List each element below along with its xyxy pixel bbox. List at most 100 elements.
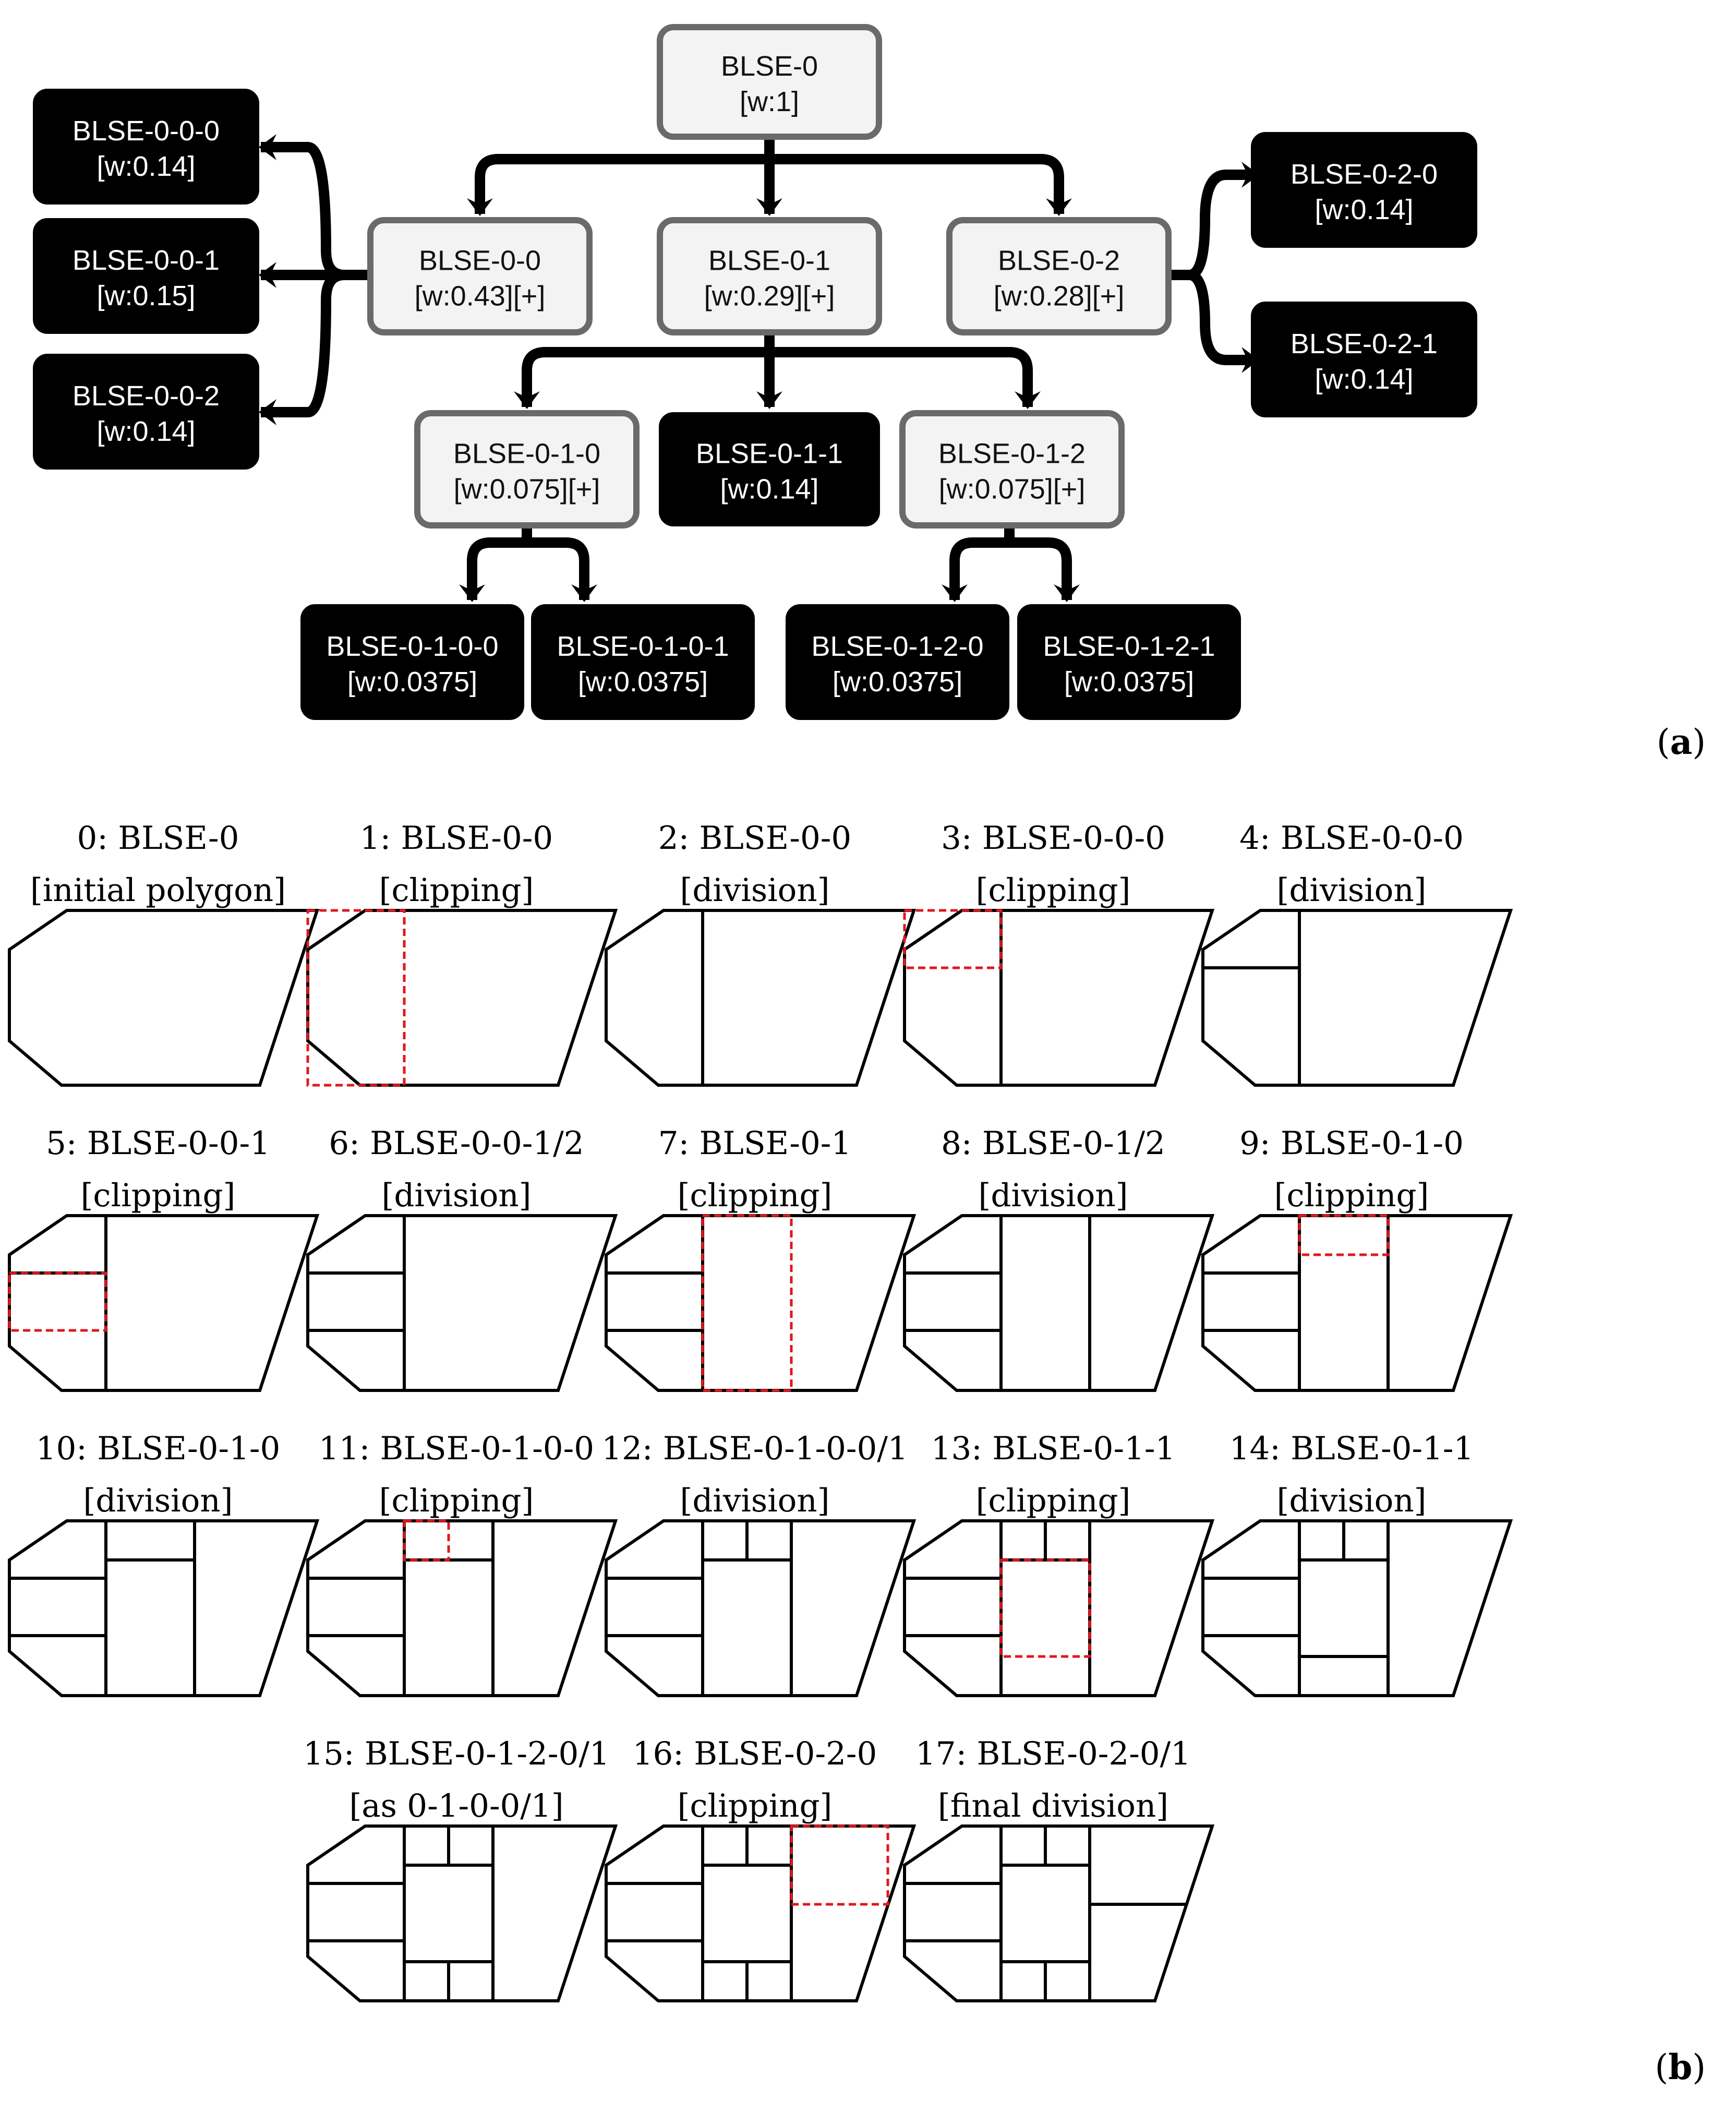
polygon-outline (1201, 909, 1513, 1087)
step-action: [clipping] (678, 1787, 833, 1824)
node-id-label: BLSE-0-0-1 (73, 245, 220, 276)
node-box (657, 217, 882, 335)
node-weight-label: [w:0.14] (1315, 194, 1413, 225)
step-action: [clipping] (976, 1482, 1131, 1519)
polygon-steps-grid: 0: BLSE-0[initial polygon]1: BLSE-0-0[cl… (8, 820, 1513, 2002)
step-action: [division] (382, 1177, 532, 1214)
polygon-outline (306, 909, 618, 1087)
polygon-outline (903, 1214, 1215, 1392)
polygon-outline (605, 1214, 917, 1392)
polygon-drawing (903, 1519, 1215, 1697)
node-weight-label: [w:0.43][+] (415, 281, 546, 312)
tree-node-blse-0-1-0: BLSE-0-1-0[w:0.075][+] (414, 410, 640, 529)
connector-0-1-to-0-1-2 (769, 347, 1041, 409)
node-box (1251, 302, 1477, 417)
node-id-label: BLSE-0-1-0-0 (326, 631, 498, 662)
clipping-box (8, 1271, 107, 1332)
polygon-outline (605, 1824, 917, 2002)
node-weight-label: [w:0.075][+] (939, 474, 1086, 505)
polygon-drawing (605, 1214, 917, 1392)
polygon-outline (8, 1214, 320, 1392)
step-panel-15: 15: BLSE-0-1-2-0/1[as 0-1-0-0/1] (303, 1735, 618, 2002)
polygon-drawing (1201, 1519, 1513, 1697)
node-box (33, 89, 259, 205)
polygon-outline (605, 1519, 917, 1697)
step-panel-2: 2: BLSE-0-0[division] (605, 820, 917, 1087)
connector-0-1-2-to-0-1-2-1 (1009, 537, 1080, 602)
node-box (899, 410, 1125, 529)
node-box (786, 604, 1009, 720)
step-panel-16: 16: BLSE-0-2-0[clipping] (605, 1735, 917, 2002)
step-panel-8: 8: BLSE-0-1/2[division] (903, 1125, 1215, 1392)
polygon-outline (306, 1519, 618, 1697)
step-panel-0: 0: BLSE-0[initial polygon] (8, 820, 320, 1087)
polygon-drawing (8, 1519, 320, 1697)
polygon-drawing (605, 1519, 917, 1697)
step-panel-14: 14: BLSE-0-1-1[division] (1201, 1430, 1513, 1697)
polygon-outline (903, 909, 1215, 1087)
polygon-outline (1201, 1214, 1513, 1392)
step-title: 12: BLSE-0-1-0-0/1 (601, 1430, 908, 1467)
node-box (946, 217, 1172, 335)
step-title: 10: BLSE-0-1-0 (36, 1430, 281, 1467)
node-id-label: BLSE-0-1-1 (696, 438, 843, 470)
node-id-label: BLSE-0-2-0 (1291, 159, 1438, 190)
node-id-label: BLSE-0-2 (998, 245, 1120, 277)
node-box (531, 604, 755, 720)
polygon-drawing (306, 909, 618, 1087)
tree-node-blse-0-1-2-1: BLSE-0-1-2-1[w:0.0375] (1017, 604, 1241, 720)
node-weight-label: [w:0.14] (97, 416, 195, 447)
node-box (33, 354, 259, 470)
polygon-drawing (306, 1824, 618, 2002)
tree-connectors (259, 134, 1259, 602)
node-id-label: BLSE-0-0 (419, 245, 541, 277)
step-panel-5: 5: BLSE-0-0-1[clipping] (8, 1125, 320, 1392)
tree-node-blse-0-0-0: BLSE-0-0-0[w:0.14] (33, 89, 259, 205)
connector-0-1-0-to-0-1-0-1 (527, 537, 597, 602)
step-title: 9: BLSE-0-1-0 (1239, 1125, 1464, 1162)
node-weight-label: [w:0.14] (97, 151, 195, 182)
step-action: [clipping] (678, 1177, 833, 1214)
clipping-box (403, 1519, 450, 1562)
subfigure-label-b: (b) (1655, 2047, 1706, 2087)
step-title: 13: BLSE-0-1-1 (931, 1430, 1176, 1467)
node-id-label: BLSE-0 (721, 51, 818, 82)
step-panel-6: 6: BLSE-0-0-1/2 [division] (306, 1125, 618, 1392)
polygon-drawing (1201, 909, 1513, 1087)
node-weight-label: [w:0.14] (720, 474, 818, 505)
step-action: [as 0-1-0-0/1] (349, 1787, 563, 1824)
tree-node-blse-0-1-2: BLSE-0-1-2 [w:0.075][+] (899, 410, 1125, 529)
step-action: [division] (680, 872, 830, 909)
step-panel-17: 17: BLSE-0-2-0/1[final division] (903, 1735, 1215, 2002)
step-title: 11: BLSE-0-1-0-0 (319, 1430, 594, 1467)
step-action: [clipping] (1274, 1177, 1429, 1214)
node-id-label: BLSE-0-1 (708, 245, 830, 277)
step-action: [final division] (938, 1787, 1168, 1824)
polygon-outline (605, 909, 917, 1087)
node-weight-label: [w:0.0375] (578, 666, 708, 698)
step-title: 0: BLSE-0 (77, 820, 239, 857)
polygon-drawing (605, 1824, 917, 2002)
connector-0-2-to-0-2-1 (1171, 270, 1259, 373)
polygon-drawing (1201, 1214, 1513, 1392)
polygon-drawing (903, 1824, 1215, 2002)
tree-node-blse-0: BLSE-0[w:1] (657, 24, 882, 140)
tree-node-blse-0-2-1: BLSE-0-2-1[w:0.14] (1251, 302, 1477, 417)
clipping-box (701, 1214, 793, 1392)
step-title: 5: BLSE-0-0-1 (46, 1125, 270, 1162)
connector-0-to-0-0 (467, 137, 775, 216)
node-id-label: BLSE-0-1-0-1 (557, 631, 729, 662)
tree-node-blse-0-0-1: BLSE-0-0-1 [w:0.15] (33, 218, 259, 334)
step-action: [division] (83, 1482, 233, 1519)
node-weight-label: [w:0.15] (97, 280, 195, 311)
node-id-label: BLSE-0-1-2 (938, 438, 1086, 470)
tree-node-blse-0-2: BLSE-0-2[w:0.28][+] (946, 217, 1172, 335)
node-box (414, 410, 640, 529)
clipping-box (306, 909, 406, 1087)
polygon-drawing (903, 909, 1215, 1087)
tree-nodes: BLSE-0[w:1] BLSE-0-0 [w:0.43][+] BLSE-0-1 [w… (33, 24, 1477, 720)
step-title: 6: BLSE-0-0-1/2 (329, 1125, 584, 1162)
polygon-drawing (903, 1214, 1215, 1392)
connector-0-1-2-to-0-1-2-0 (942, 526, 1015, 602)
step-panel-3: 3: BLSE-0-0-0[clipping] (903, 820, 1215, 1087)
